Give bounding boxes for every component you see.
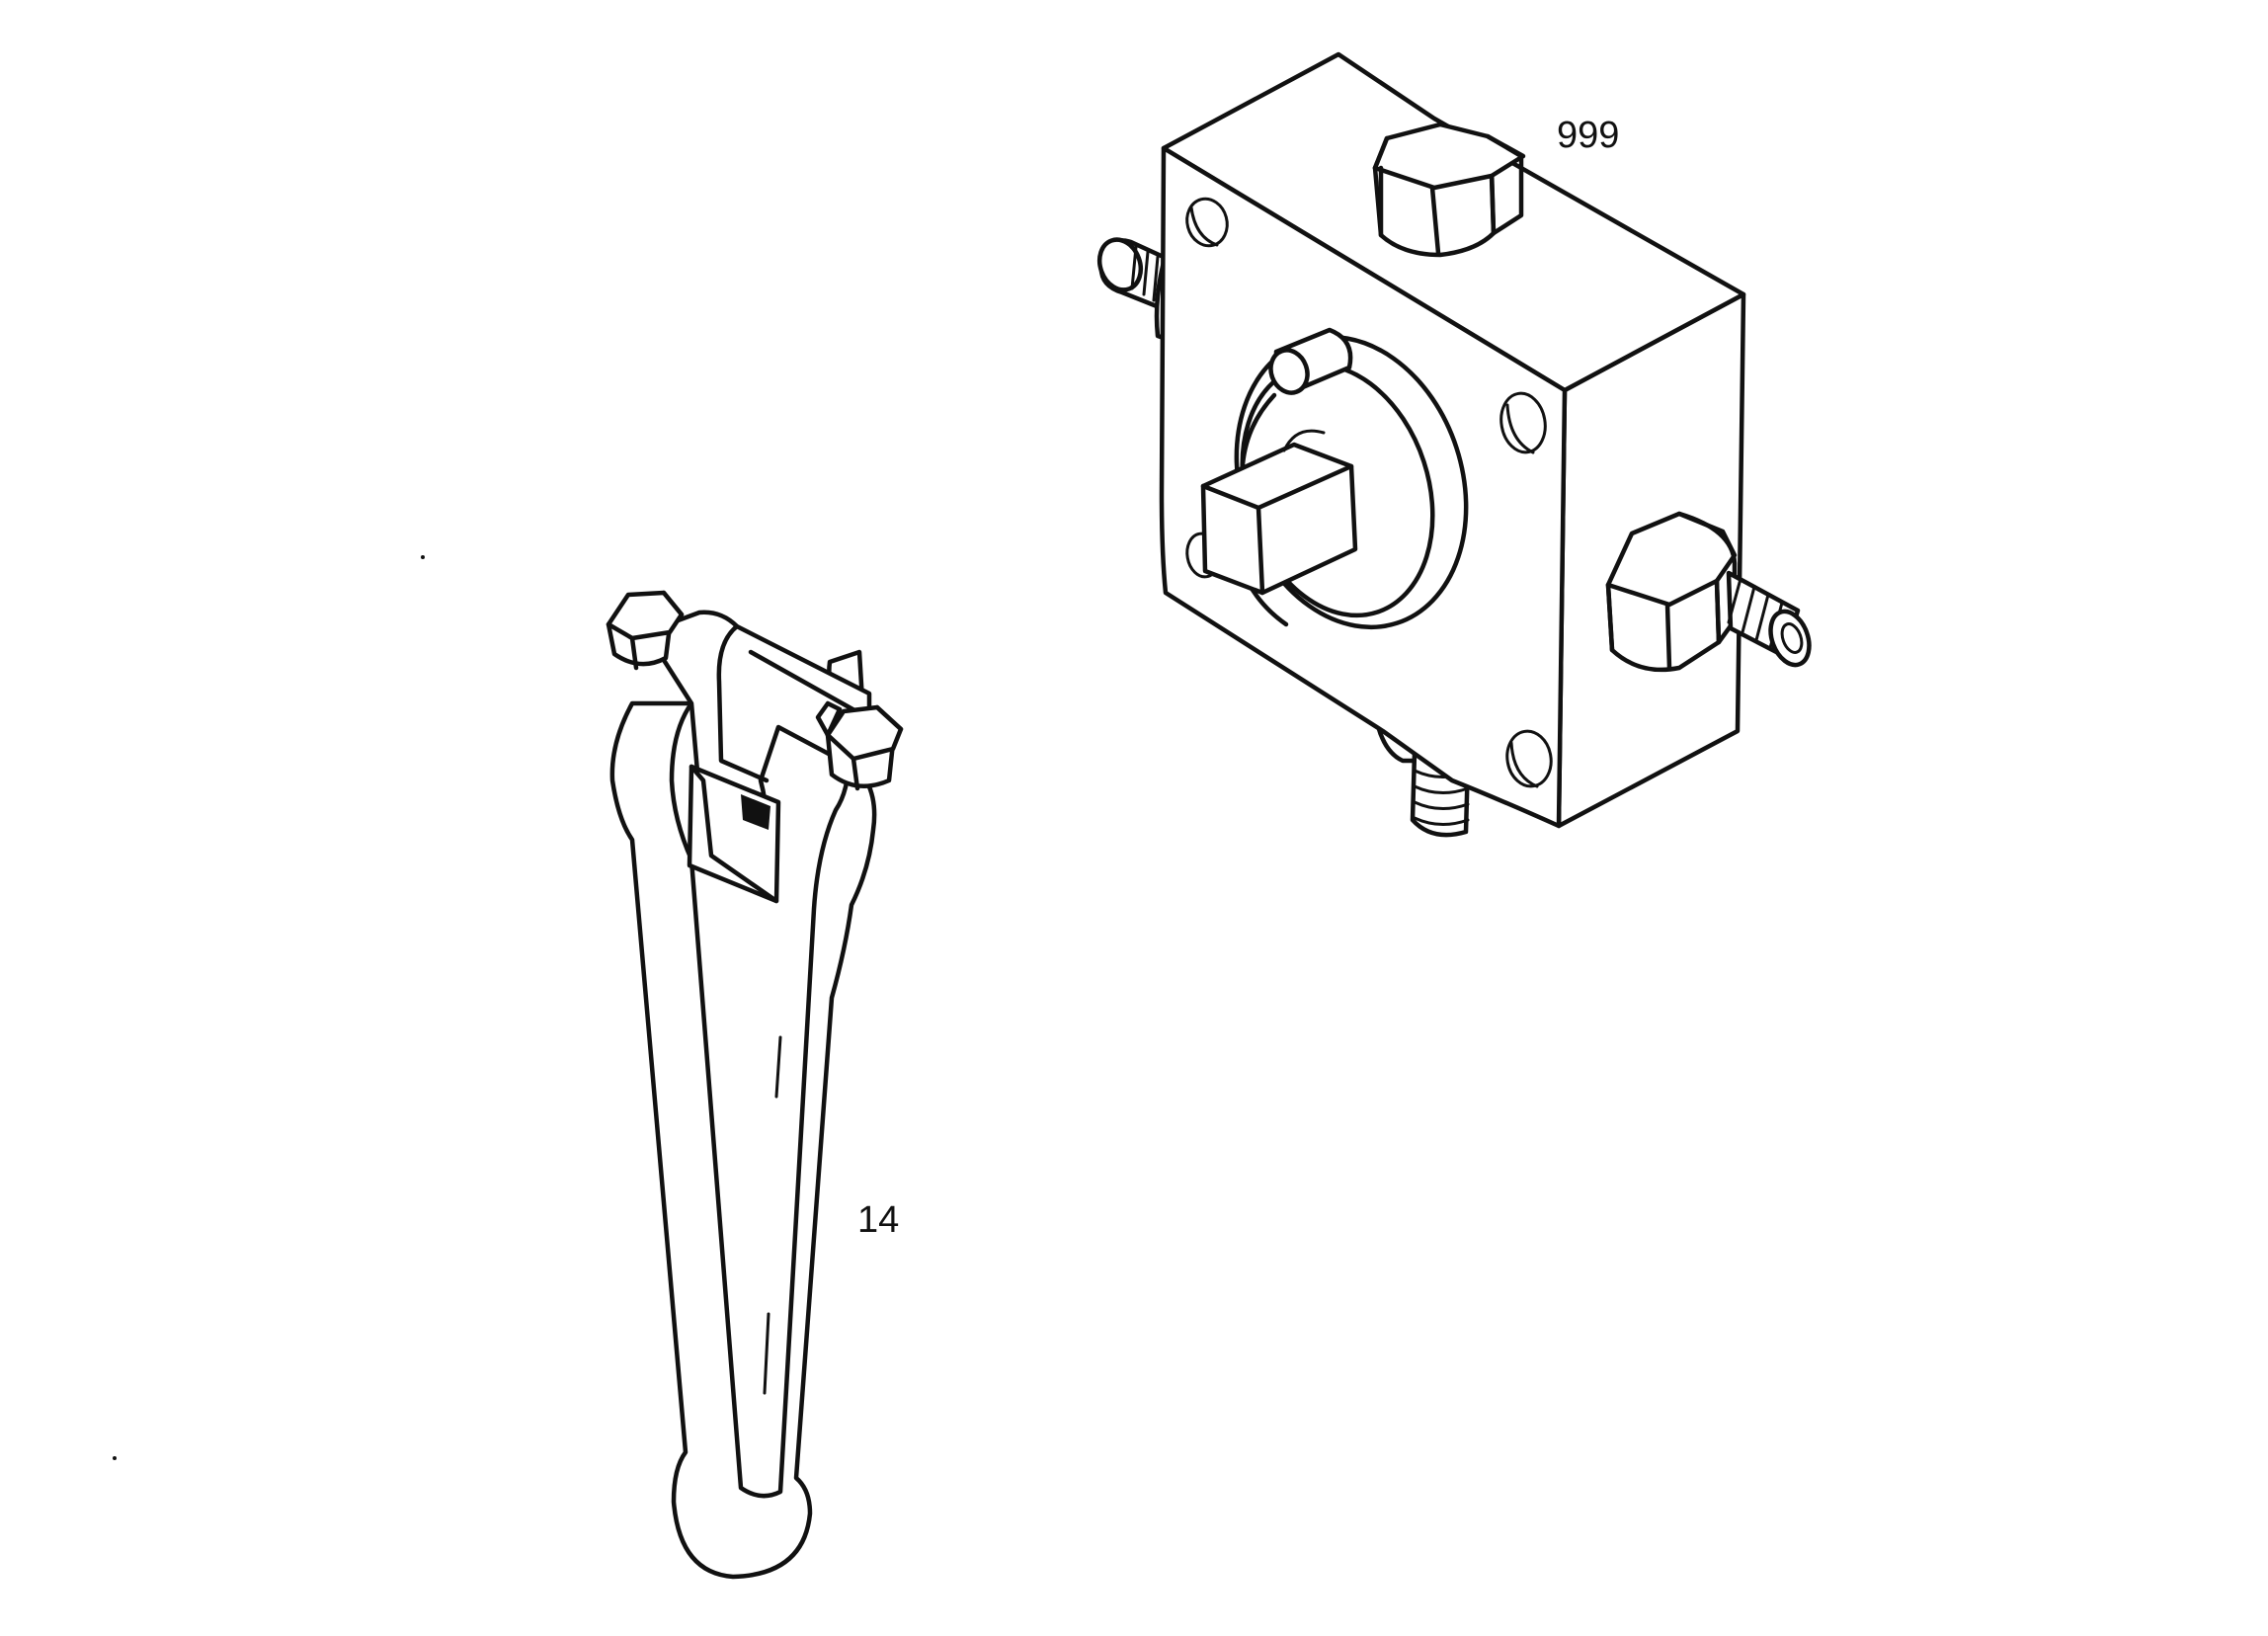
right-nut-and-stud: [1605, 511, 1812, 673]
lever-arm-body: [609, 649, 877, 1580]
square-shaft: [1200, 429, 1358, 596]
front-face-bolt-holes: [1185, 197, 1553, 788]
lever-arm: [606, 590, 904, 1580]
left-stud-fitting: [1096, 237, 1174, 344]
part-callout-999: 999: [1557, 115, 1620, 156]
lever-bolt-head-right: [815, 700, 904, 791]
top-hex-nut: [1372, 122, 1526, 258]
part-callout-14: 14: [857, 1199, 900, 1241]
valve-block-assembly: [1096, 51, 1812, 838]
speck-dot: [113, 1456, 117, 1460]
speck-dot: [421, 555, 425, 559]
lever-bolt-head-left: [606, 590, 685, 671]
